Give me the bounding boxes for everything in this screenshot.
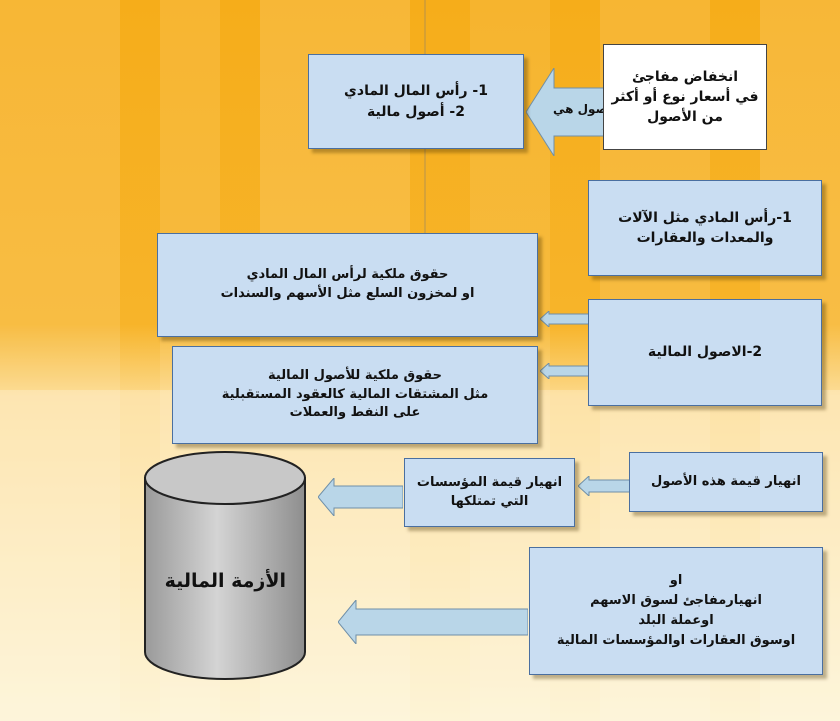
arrow-to-property-rights-financial: [540, 363, 596, 379]
institutions-collapse-box: انهيار قيمة المؤسسات التي تمتلكها: [404, 458, 575, 527]
assets-list-box: 1- رأس المال المادي 2- أصول مالية: [308, 54, 524, 149]
arrow-to-crisis-upper: [318, 478, 403, 516]
physical-capital-box: 1-رأس المادي مثل الآلات والمعدات والعقار…: [588, 180, 822, 276]
property-rights-physical-box: حقوق ملكية لرأس المال المادي او لمخزون ا…: [157, 233, 538, 337]
arrow-to-property-rights-physical: [540, 311, 596, 327]
property-rights-financial-box: حقوق ملكية للأصول المالية مثل المشتقات ا…: [172, 346, 538, 444]
big-left-arrow: [526, 68, 604, 156]
market-collapse-box: او انهيارمفاجئ لسوق الاسهم اوعملة البلد …: [529, 547, 823, 675]
financial-crisis-cylinder: [144, 451, 306, 680]
financial-assets-box: 2-الاصول المالية: [588, 299, 822, 406]
assets-collapse-box: انهيار قيمة هذه الأصول: [629, 452, 823, 512]
arrow-to-institutions-collapse: [578, 476, 632, 496]
financial-crisis-label: الأزمة المالية: [164, 570, 286, 592]
arrow-to-crisis-lower: [338, 600, 528, 644]
sudden-drop-box: انخفاض مفاجئ في أسعار نوع أو أكثر من الأ…: [603, 44, 767, 150]
